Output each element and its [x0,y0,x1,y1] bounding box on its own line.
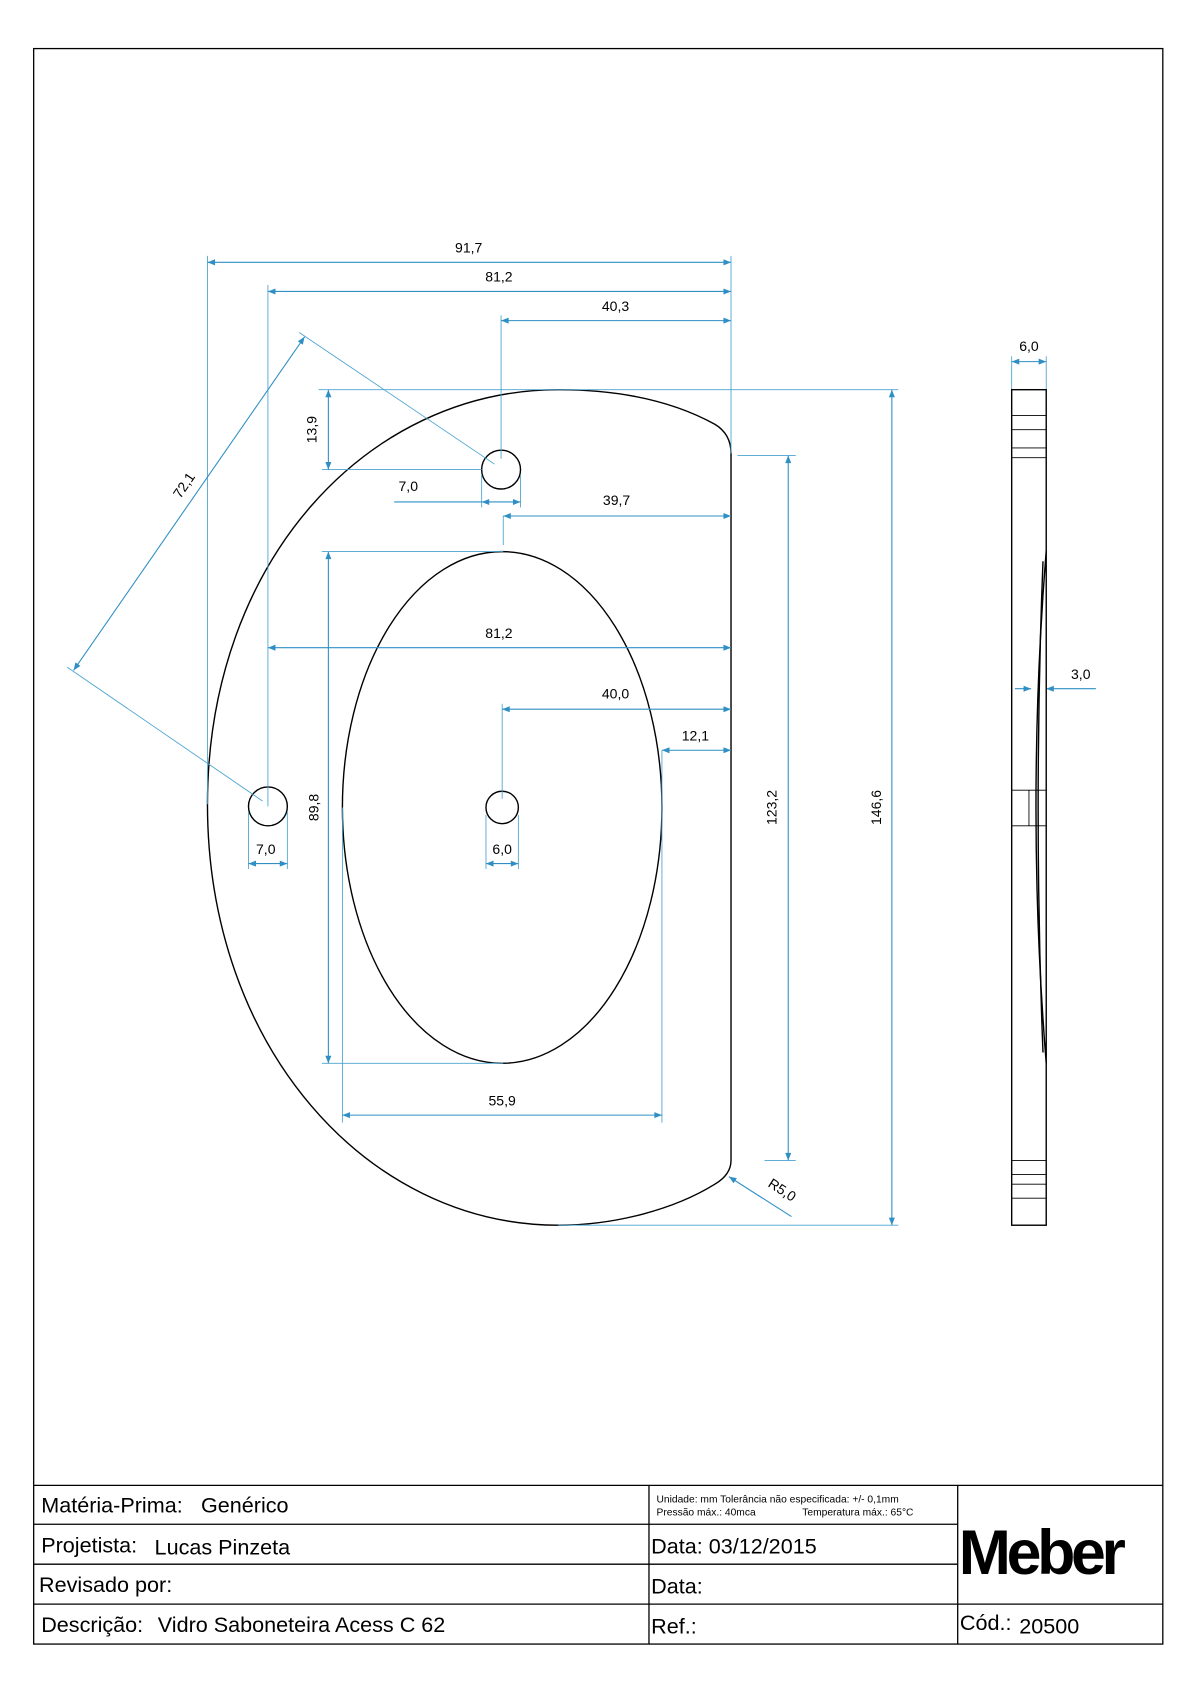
dim-opening-width: 55,9 [489,1092,516,1108]
dim-top-hole-vertical: 13,9 [303,416,319,443]
dim-recess-depth: 3,0 [1071,666,1091,682]
dim-opening-right-margin: 12,1 [682,728,709,744]
dim-opening-top-offset: 39,7 [603,492,630,508]
dim-thickness: 6,0 [1019,338,1039,354]
dim-hole-span-mid: 81,2 [485,625,512,641]
dim-straight-edge-height: 123,2 [763,790,779,825]
description-value: Vidro Saboneteira Acess C 62 [158,1612,446,1637]
dim-hole-span-top: 81,2 [485,269,512,285]
dim-overall-width: 91,7 [455,240,482,256]
reviewed-label: Revisado por: [39,1572,172,1597]
dim-left-hole-diameter: 7,0 [256,841,276,857]
dimension-lines [73,259,1096,1226]
dim-center-hole-diameter: 6,0 [492,841,512,857]
material-label: Matéria-Prima: [41,1492,182,1517]
dim-corner-radius: R5,0 [766,1175,800,1205]
material-value: Genérico [201,1492,289,1517]
company-logo: Meber [959,1518,1126,1588]
notes-line-2a: Pressão máx.: 40mca [657,1508,756,1519]
dim-opening-height: 89,8 [306,794,322,821]
sheet-border [33,47,1164,1645]
designer-value: Lucas Pinzeta [155,1534,291,1559]
description-label: Descrição: [41,1612,143,1637]
notes-line-1: Unidade: mm Tolerância não especificada:… [657,1495,899,1506]
code-value: 20500 [1019,1613,1079,1638]
date2-label: Data: [651,1573,703,1598]
dim-top-hole-offset: 40,3 [602,298,629,314]
front-view [206,388,732,1226]
glass-outline [206,388,732,1226]
code-label: Cód.: [960,1610,1012,1635]
side-view [1010,388,1047,1226]
ref-label: Ref.: [651,1613,697,1638]
title-block: Matéria-Prima: Genérico Projetista: Luca… [33,1484,1163,1645]
notes-line-2b: Temperatura máx.: 65°C [802,1508,914,1519]
dim-center-hole-offset: 40,0 [602,685,629,701]
dim-top-hole-diameter: 7,0 [399,478,419,494]
dimension-labels: 91,7 81,2 40,3 72,1 13,9 7,0 39,7 81,2 4… [170,240,1091,1205]
date-label: Data: 03/12/2015 [651,1533,817,1558]
dim-overall-height: 146,6 [868,790,884,825]
extension-lines [66,255,1047,1226]
designer-label: Projetista: [41,1532,137,1557]
